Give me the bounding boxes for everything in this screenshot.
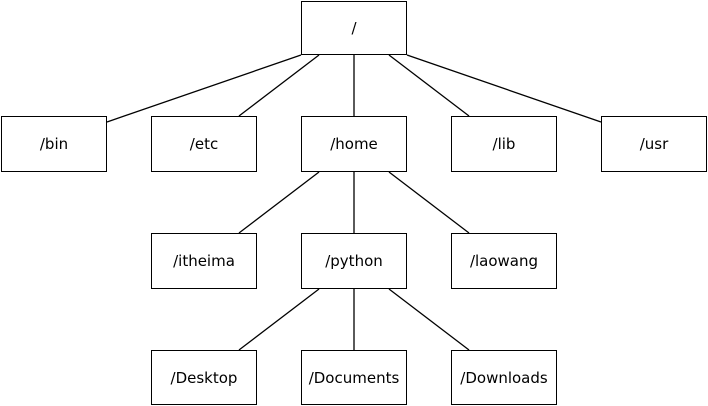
node-laowang: /laowang: [451, 233, 557, 289]
node-bin: /bin: [1, 116, 107, 172]
node-itheima: /itheima: [151, 233, 257, 289]
node-python-label: /python: [325, 252, 383, 270]
node-root-label: /: [351, 19, 357, 37]
node-downloads-label: /Downloads: [460, 368, 548, 387]
edge-root-bin: [106, 54, 302, 123]
node-root: /: [301, 1, 407, 55]
node-documents-label: /Documents: [308, 368, 400, 387]
edge-python-desktop: [238, 288, 320, 351]
edge-home-itheima: [238, 171, 320, 234]
node-desktop: /Desktop: [151, 350, 257, 405]
edge-root-usr: [406, 54, 602, 123]
node-laowang-label: /laowang: [469, 252, 539, 270]
node-usr: /usr: [601, 116, 707, 172]
node-documents: /Documents: [301, 350, 407, 405]
edge-python-downloads: [388, 288, 470, 351]
node-lib: /lib: [451, 116, 557, 172]
node-usr-label: /usr: [639, 135, 669, 153]
node-downloads: /Downloads: [451, 350, 557, 405]
node-lib-label: /lib: [492, 135, 516, 153]
node-bin-label: /bin: [39, 135, 69, 153]
node-etc-label: /etc: [189, 135, 219, 153]
edge-root-lib: [388, 54, 470, 117]
node-itheima-label: /itheima: [173, 252, 235, 270]
node-python: /python: [301, 233, 407, 289]
node-desktop-label: /Desktop: [170, 368, 238, 387]
node-etc: /etc: [151, 116, 257, 172]
node-home: /home: [301, 116, 407, 172]
edge-root-etc: [238, 54, 320, 117]
node-home-label: /home: [330, 135, 378, 153]
edge-home-laowang: [388, 171, 470, 234]
